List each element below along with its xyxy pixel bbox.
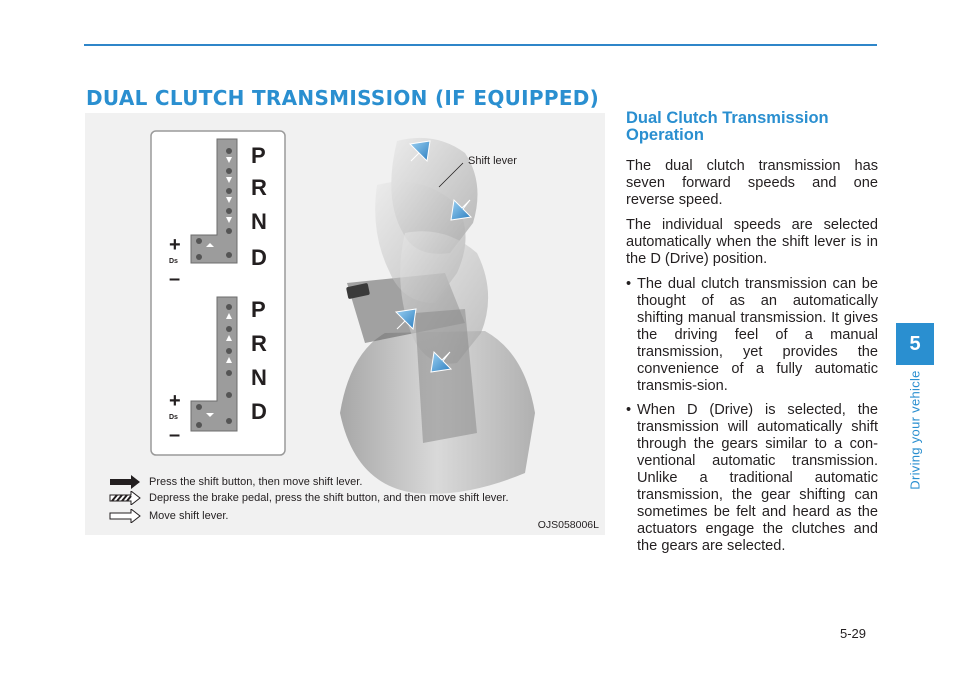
figure-code: OJS058006L: [537, 519, 599, 531]
top-rule: [84, 44, 877, 46]
gate-letter-d-upper: D: [251, 245, 267, 270]
legend-text-hatched: Depress the brake pedal, press the shift…: [149, 492, 509, 504]
chapter-tab: 5: [896, 323, 934, 365]
bullet-item: When D (Drive) is selected, the transmis…: [626, 402, 878, 555]
legend-text-solid: Press the shift button, then move shift …: [149, 476, 363, 488]
minus-sign-lower: –: [169, 424, 180, 446]
plus-sign-upper: +: [169, 234, 181, 256]
solid-arrow-icon: [110, 475, 140, 489]
content-column: Dual Clutch Transmission Operation The d…: [626, 110, 878, 562]
gate-letter-r-upper: R: [251, 175, 267, 200]
legend-text-outline: Move shift lever.: [149, 510, 229, 522]
gate-letter-n-lower: N: [251, 365, 267, 390]
gate-letter-r-lower: R: [251, 331, 267, 356]
figure-illustration: P R N D P R N D + Ds – + Ds –: [150, 130, 535, 494]
ds-label-upper: Ds: [169, 258, 178, 265]
gate-letter-p-upper: P: [251, 143, 266, 168]
bullet-list: The dual clutch transmission can be thou…: [626, 276, 878, 555]
bullet-item: The dual clutch transmission can be thou…: [626, 276, 878, 395]
shift-lever-figure: P R N D P R N D + Ds – + Ds – Shift leve…: [85, 113, 605, 535]
outline-arrow-icon: [109, 509, 141, 523]
section-title: DUAL CLUTCH TRANSMISSION (IF EQUIPPED): [86, 86, 600, 110]
hatched-arrow-icon: [109, 491, 141, 505]
minus-sign-upper: –: [169, 268, 180, 290]
plus-sign-lower: +: [169, 390, 181, 412]
shift-gate-diagram: [150, 130, 286, 456]
ds-label-lower: Ds: [169, 414, 178, 421]
paragraph-speeds: The dual clutch transmission has seven f…: [626, 158, 878, 208]
gate-letter-d-lower: D: [251, 399, 267, 424]
shift-lever-callout: Shift lever: [468, 155, 517, 167]
page-number: 5-29: [840, 626, 867, 641]
shift-lever-illustration: [340, 137, 535, 494]
gate-letter-n-upper: N: [251, 209, 267, 234]
gate-letter-p-lower: P: [251, 297, 266, 322]
subsection-heading: Dual Clutch Transmission Operation: [626, 109, 829, 144]
paragraph-selection: The individual speeds are selected autom…: [626, 217, 878, 267]
chapter-label: Driving your vehicle: [907, 370, 923, 490]
